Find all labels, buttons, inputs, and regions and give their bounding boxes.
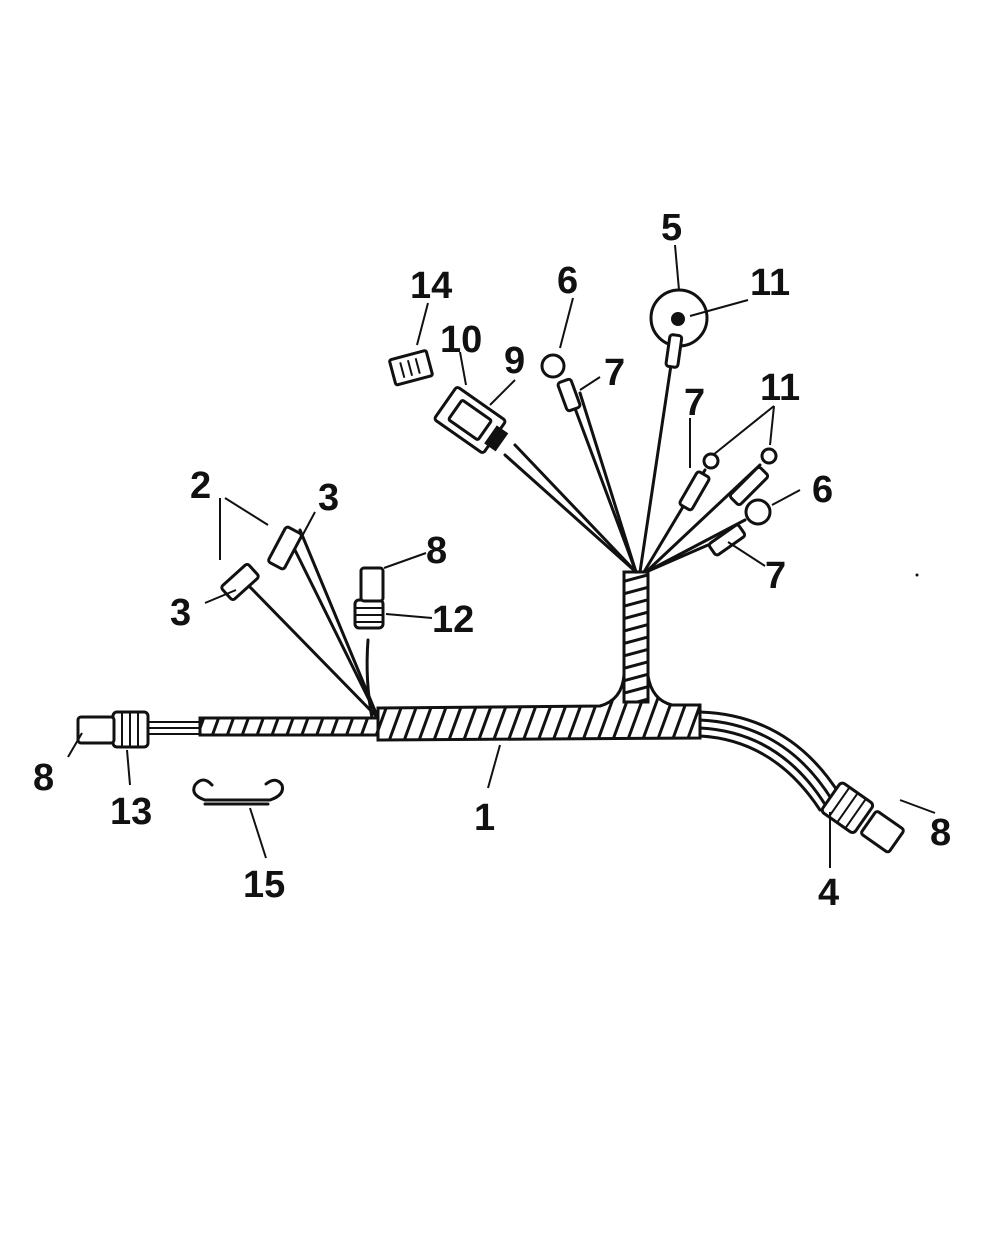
callout-4: 4 xyxy=(818,872,839,914)
ring-terminal-6-upper xyxy=(540,353,582,413)
callout-11-right: 11 xyxy=(760,367,800,409)
callout-9: 9 xyxy=(504,340,525,382)
leader-lines xyxy=(67,244,936,868)
connector-8-upper xyxy=(359,566,385,603)
connector-seal-4 xyxy=(820,781,875,834)
callout-7-lower: 7 xyxy=(765,555,786,597)
left-branch-wires xyxy=(246,528,380,720)
callout-7-upper: 7 xyxy=(604,352,625,394)
callout-13: 13 xyxy=(110,791,152,833)
callout-3-lower: 3 xyxy=(170,592,191,634)
callout-10: 10 xyxy=(440,319,482,361)
connector-8-right xyxy=(860,810,905,854)
callout-15: 15 xyxy=(243,864,285,906)
callout-6-upper: 6 xyxy=(557,260,578,302)
right-lead xyxy=(698,710,842,812)
terminal-11-right xyxy=(728,447,778,507)
fuse-14 xyxy=(388,349,434,387)
bullet-terminal-3-lower xyxy=(220,563,260,601)
grommet-5 xyxy=(649,288,709,369)
callout-5: 5 xyxy=(661,207,682,249)
callout-labels: 1 2 3 3 4 5 6 6 7 7 7 8 8 8 9 10 11 11 1… xyxy=(33,207,951,914)
harness-main-trunk xyxy=(198,570,702,742)
callout-8-left: 8 xyxy=(33,757,54,799)
callout-3-upper: 3 xyxy=(318,477,339,519)
ring-terminal-6-right xyxy=(707,498,772,557)
callout-1: 1 xyxy=(474,797,495,839)
callout-11-upper: 11 xyxy=(750,262,790,304)
multi-pin-connector-10 xyxy=(433,386,509,454)
callout-12: 12 xyxy=(432,599,474,641)
connector-seal-13 xyxy=(111,710,150,749)
callout-8-upper: 8 xyxy=(426,530,447,572)
callout-8-right: 8 xyxy=(930,812,951,854)
callout-2: 2 xyxy=(190,465,211,507)
left-lead xyxy=(148,721,200,735)
stray-dot xyxy=(915,573,919,577)
callout-7-middle: 7 xyxy=(684,382,705,424)
connector-8-left xyxy=(76,715,116,745)
callout-14: 14 xyxy=(410,265,452,307)
upper-branch-wires xyxy=(503,343,762,574)
clip-15 xyxy=(192,778,284,806)
bullet-terminal-3-upper xyxy=(267,525,303,571)
callout-6-right: 6 xyxy=(812,469,833,511)
terminal-11-left xyxy=(678,452,720,512)
connector-seal-12 xyxy=(353,598,385,630)
